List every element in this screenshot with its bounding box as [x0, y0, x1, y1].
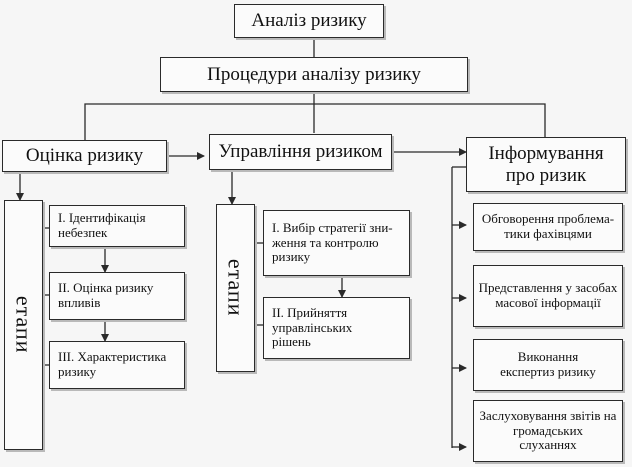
assessment-stages-label: етапи — [11, 296, 37, 354]
management-step-2: ІІ. Прийняття управлінських рішень — [263, 297, 410, 359]
communication-item-3: Виконання експертиз ризику — [473, 339, 623, 391]
assessment-stages-panel: етапи — [4, 200, 43, 450]
communication-item-2: Представлення у засобах масової інформац… — [473, 265, 623, 327]
communication-item-4: Заслуховування звітів на громадських слу… — [473, 400, 623, 462]
management-step-1: І. Вибір стратегії зни- ження та контрол… — [263, 210, 410, 276]
branch-bar — [84, 103, 546, 140]
communication-heading-box: Інформування про ризик — [466, 137, 626, 192]
title-box: Аналіз ризику — [234, 4, 384, 38]
assessment-step-3: ІІІ. Характеристика ризику — [49, 341, 185, 389]
procedures-text: Процедури аналізу ризику — [207, 63, 421, 85]
communication-heading: Інформування про ризик — [488, 142, 604, 186]
assessment-heading-box: Оцінка ризику — [2, 140, 167, 172]
management-stages-panel: етапи — [216, 204, 255, 372]
assessment-heading: Оцінка ризику — [25, 145, 144, 167]
title-text: Аналіз ризику — [251, 10, 367, 32]
management-stages-label: етапи — [223, 259, 249, 317]
communication-item-1: Обговорення проблема- тики фахівцями — [473, 203, 623, 251]
assessment-step-1: І. Ідентифікація небезпек — [49, 205, 185, 247]
procedures-box: Процедури аналізу ризику — [160, 57, 468, 92]
management-heading: Управління ризиком — [218, 141, 383, 163]
management-heading-box: Управління ризиком — [209, 134, 392, 170]
assessment-step-2: ІІ. Оцінка ризику впливів — [49, 272, 185, 320]
